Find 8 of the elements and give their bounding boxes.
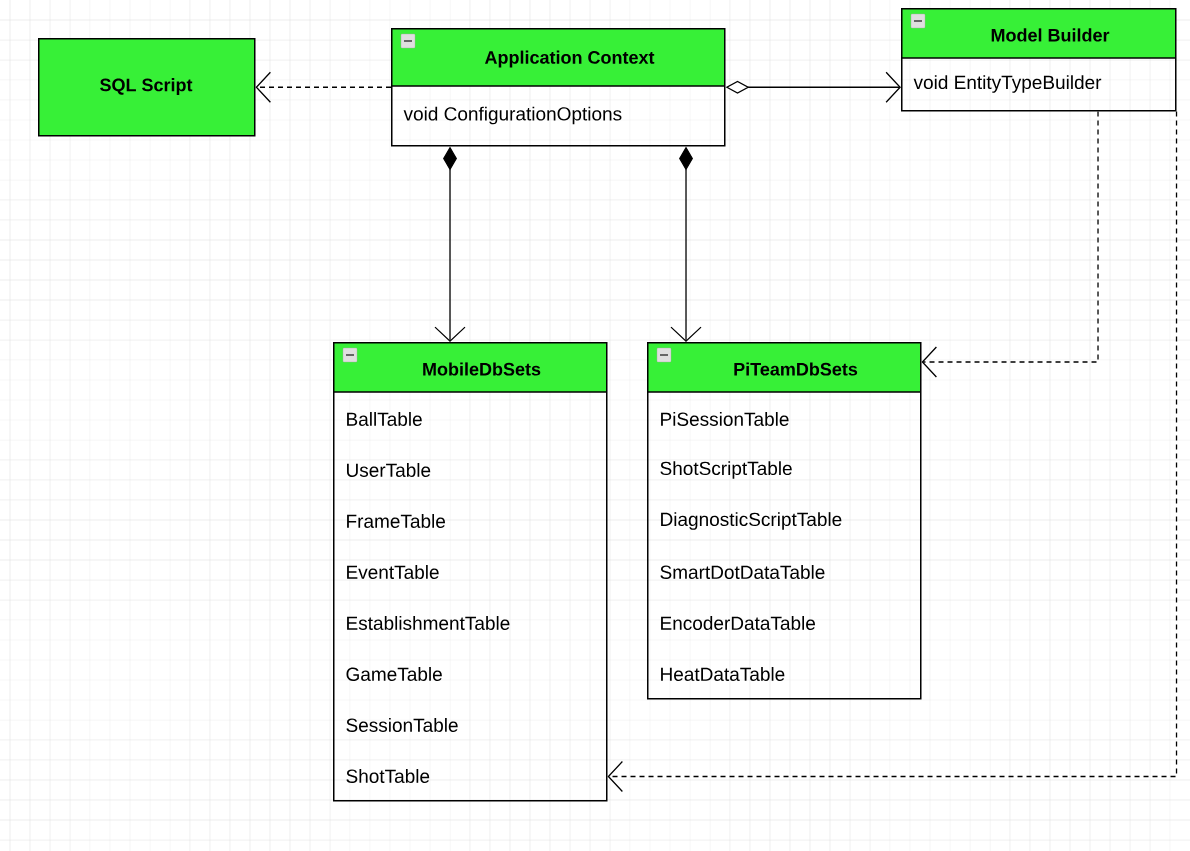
class-box: Model Builder void EntityTypeBuilder	[900, 8, 1177, 112]
arrow	[255, 71, 392, 103]
arrow	[921, 110, 1099, 378]
class-box: PiTeamDbSets PiSessionTable ShotScriptTable DiagnosticScriptTable SmartDotDataTable EncoderDataTable HeatDataTable	[646, 342, 922, 700]
class-box: MobileDbSets BallTable UserTable FrameTable EventTable EstablishmentTable GameTable SessionTable ShotTable	[332, 342, 608, 802]
class-box: Application Context void ConfigurationOptions	[390, 28, 726, 147]
arrow	[607, 110, 1178, 793]
box: SQL Script	[38, 38, 256, 137]
